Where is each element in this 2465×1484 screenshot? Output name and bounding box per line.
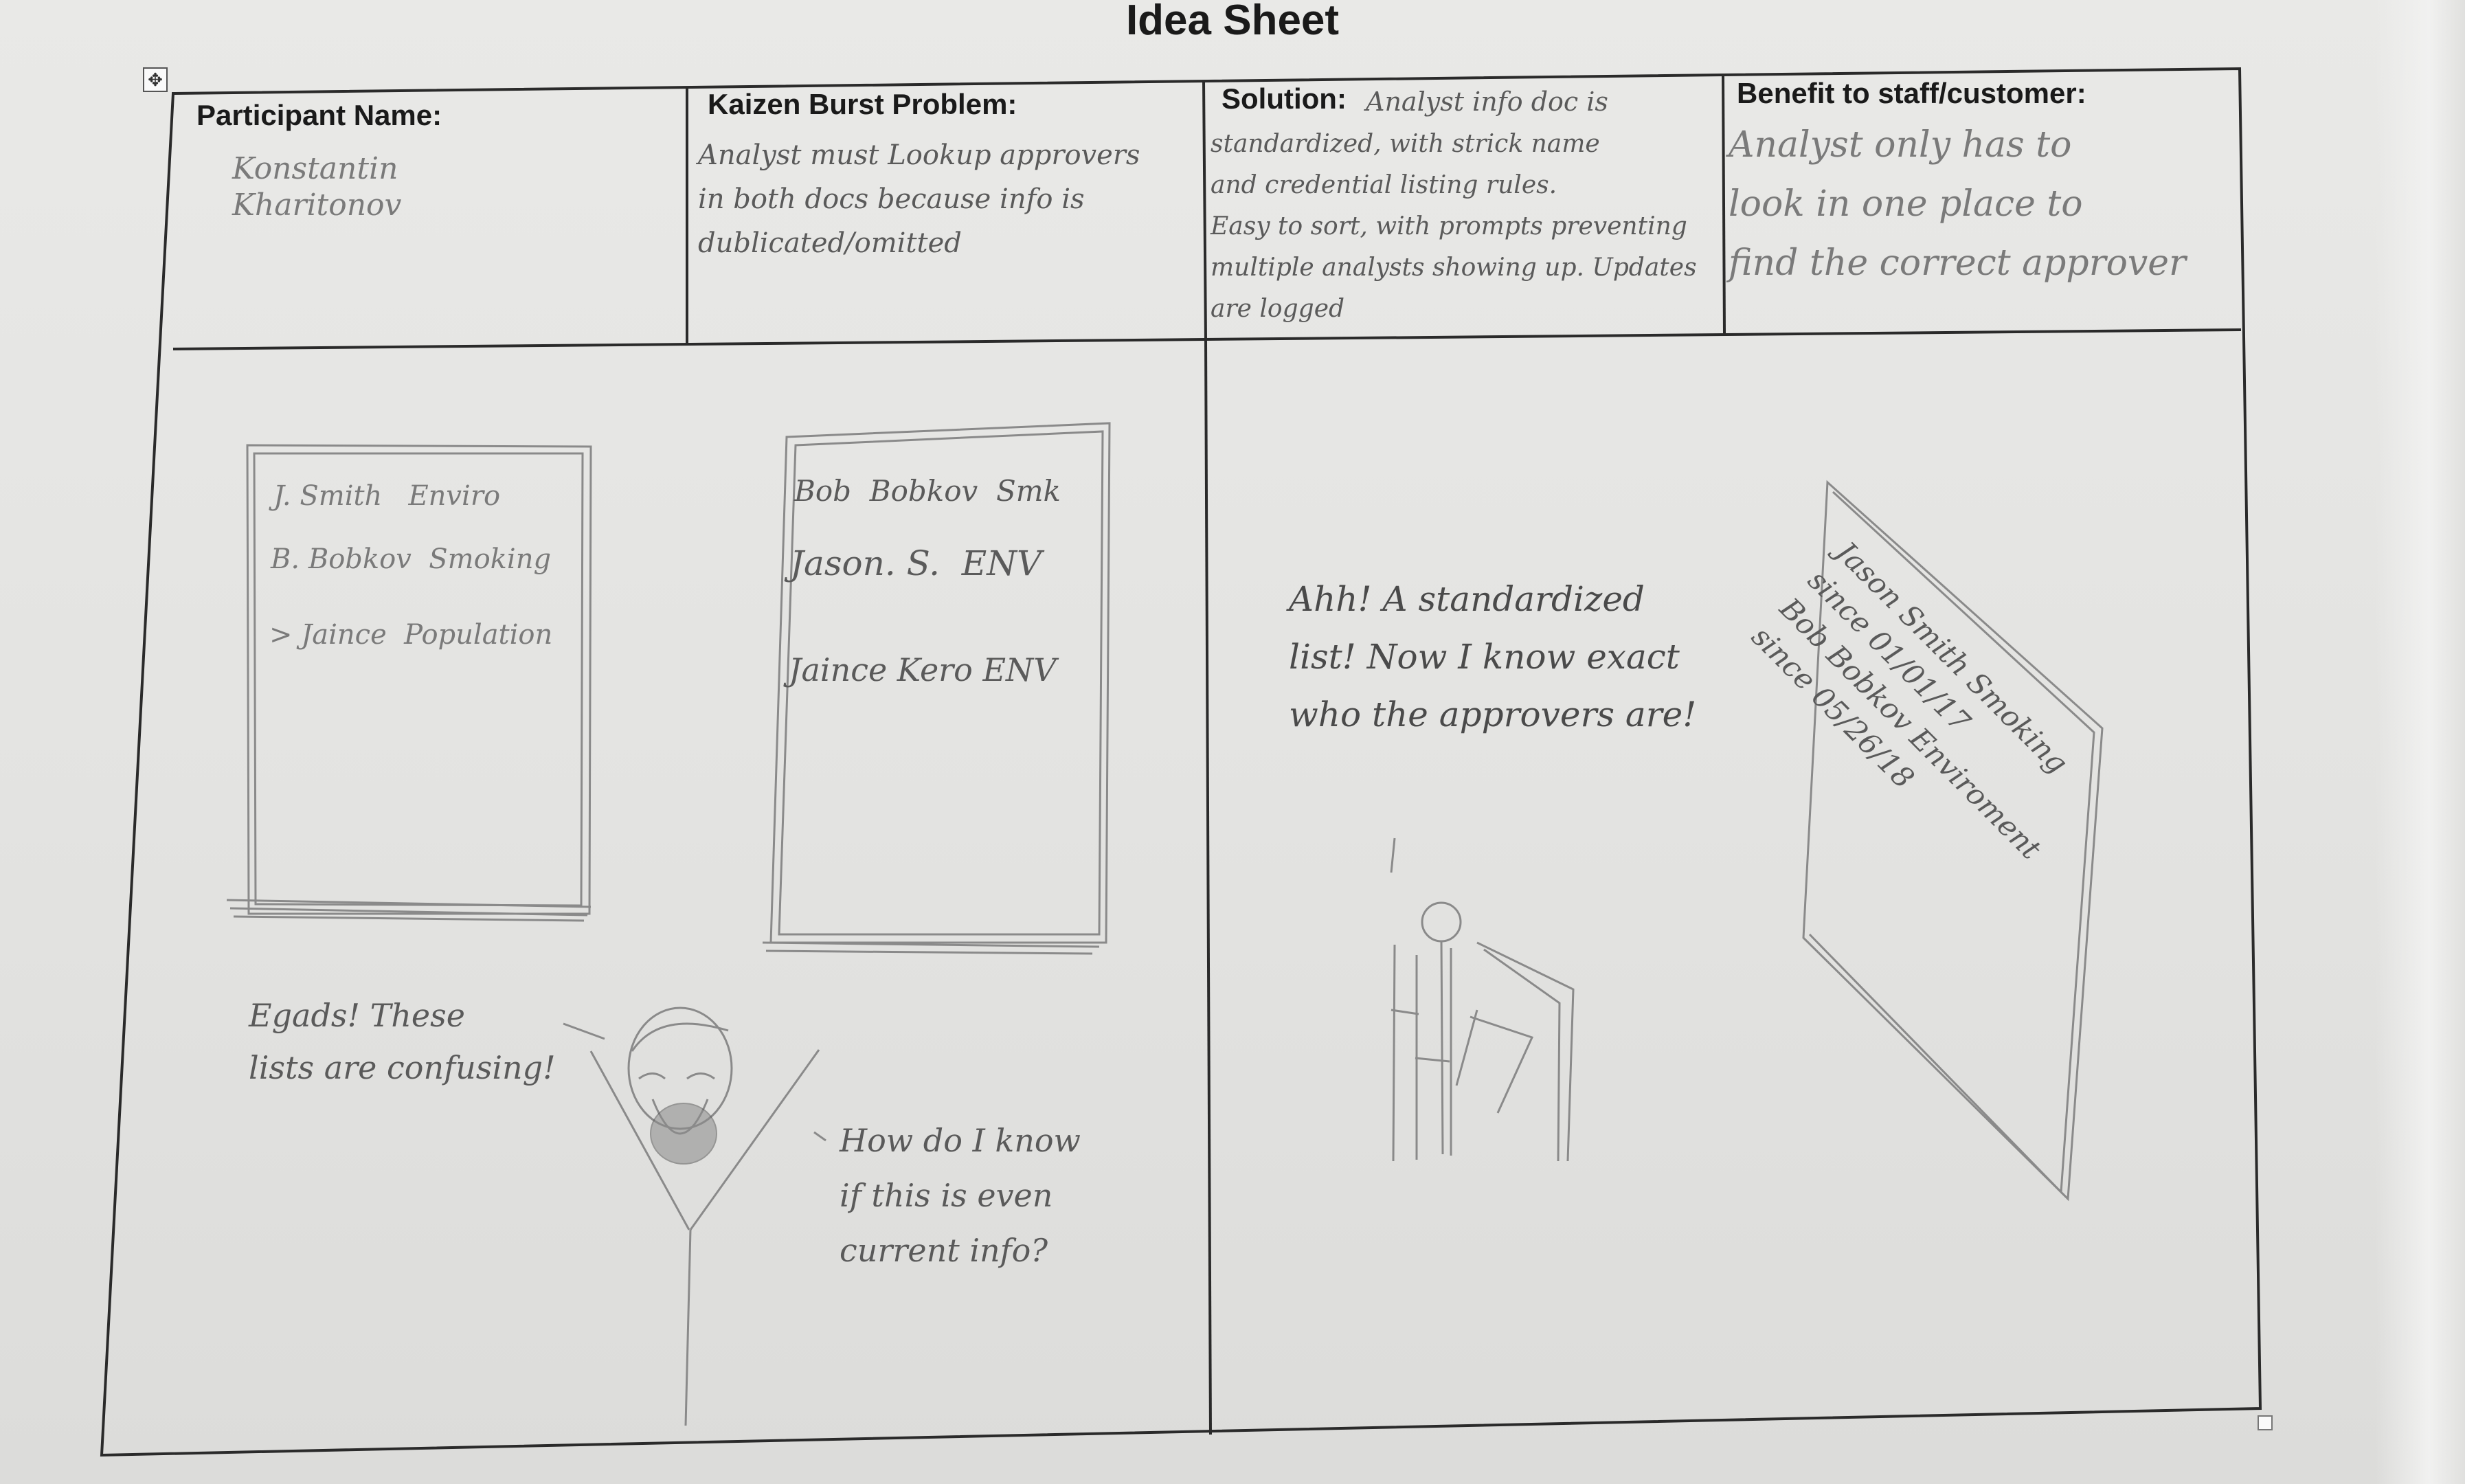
participant-name-label: Participant Name: (196, 99, 442, 131)
speech-bubble-confused: Egads! These lists are confusing! (249, 997, 556, 1086)
standardized-board-sketch (1802, 480, 2104, 1202)
page-title: Idea Sheet (1125, 0, 1340, 44)
speech-bubble-question: How do I know if this is even current in… (840, 1122, 1081, 1269)
list2-line-1: Bob Bobkov Smk (794, 474, 1061, 508)
list-document-2-sketch (762, 422, 1111, 955)
table-resize-handle-icon[interactable] (2258, 1415, 2273, 1430)
list2-line-3: Jaince Kero ENV (789, 651, 1057, 688)
solution-label: Solution: (1222, 82, 1347, 115)
paper-edge (2376, 0, 2465, 1484)
list2-line-2: Jason. S. ENV (790, 543, 1042, 583)
participant-name-value: Konstantin Kharitonov (232, 151, 402, 223)
benefit-value: Analyst only has to look in one place to… (1729, 124, 2186, 284)
list1-line-2: B. Bobkov Smoking (271, 543, 552, 575)
speech-bubble-relief: Ahh! A standardized list! Now I know exa… (1289, 579, 1697, 734)
solution-value: standardized, with strick name and crede… (1211, 130, 1697, 323)
confused-person-sketch (563, 1007, 826, 1426)
kaizen-burst-problem-label: Kaizen Burst Problem: (708, 88, 1017, 120)
list1-line-1: J. Smith Enviro (273, 480, 501, 512)
table-move-handle-icon[interactable]: ✥ (143, 67, 168, 92)
benefit-label: Benefit to staff/customer: (1737, 77, 2086, 109)
list1-line-3: > Jaince Population (269, 619, 553, 651)
list-document-1-sketch (226, 444, 592, 922)
happy-person-sketch (1390, 837, 1575, 1162)
kaizen-burst-problem-value: Analyst must Lookup approvers in both do… (698, 139, 1140, 259)
solution-value-first-line: Analyst info doc is (1366, 87, 1608, 117)
